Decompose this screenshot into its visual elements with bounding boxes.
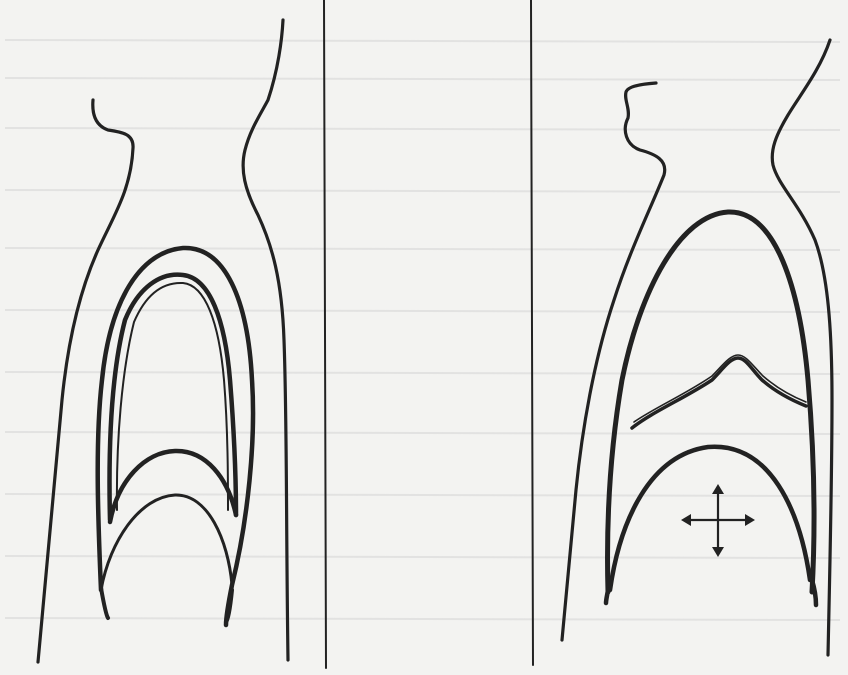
left-inner-arch-double bbox=[117, 283, 228, 510]
right-tip-left bbox=[606, 590, 608, 603]
divider-left bbox=[324, 0, 326, 668]
right-figure bbox=[562, 40, 832, 655]
left-figure bbox=[38, 20, 288, 662]
move-cursor-icon bbox=[681, 484, 755, 557]
right-outer-contour-left bbox=[562, 83, 665, 640]
right-outer-dome bbox=[608, 212, 815, 592]
left-inner-arch bbox=[110, 275, 236, 520]
right-lower-arch bbox=[610, 447, 810, 590]
left-lower-dome bbox=[110, 451, 236, 522]
left-lowest-arch bbox=[101, 495, 232, 590]
left-outer-contour-left bbox=[38, 100, 133, 662]
divider-right bbox=[531, 0, 533, 665]
left-tip-left bbox=[101, 588, 108, 618]
